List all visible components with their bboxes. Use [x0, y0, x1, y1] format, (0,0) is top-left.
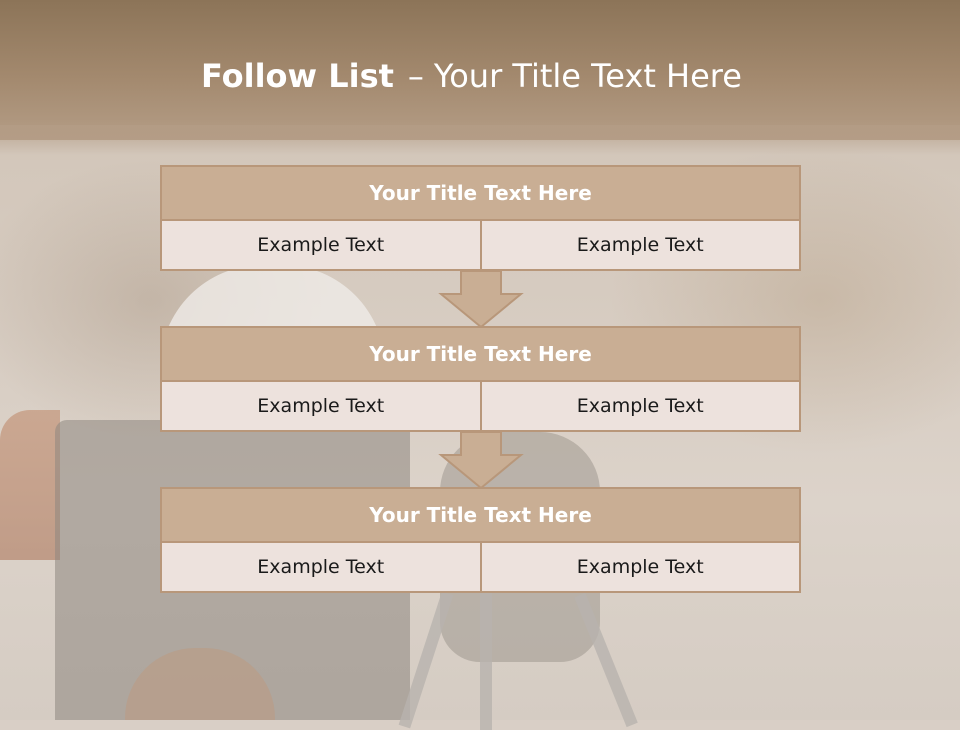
flow-block-cell-left: Example Text [257, 395, 385, 417]
flow-block-heading: Your Title Text Here [160, 165, 801, 221]
slide-title-dash: – [407, 57, 424, 95]
slide-title: Follow List–Your Title Text Here [0, 54, 943, 98]
flow-block-cell-left: Example Text [257, 556, 385, 578]
flow-block-heading: Your Title Text Here [160, 326, 801, 382]
flow-block-cell-left: Example Text [257, 234, 385, 256]
header-band [0, 0, 960, 140]
slide-title-rest: Your Title Text Here [433, 57, 742, 95]
tripod-leg [574, 592, 638, 728]
flow-block-row: Example Text Example Text [160, 543, 801, 593]
down-arrow-icon [438, 270, 524, 328]
flow-block-heading: Your Title Text Here [160, 487, 801, 543]
safety-vest-shape [0, 410, 60, 560]
header-fade [0, 125, 960, 155]
flow-block-cell-right: Example Text [479, 221, 800, 269]
flow-block-3: Your Title Text Here Example Text Exampl… [160, 487, 801, 593]
tripod-leg [480, 590, 492, 730]
flow-block-row: Example Text Example Text [160, 382, 801, 432]
down-arrow-icon [438, 431, 524, 489]
flow-block-1: Your Title Text Here Example Text Exampl… [160, 165, 801, 271]
flow-block-2: Your Title Text Here Example Text Exampl… [160, 326, 801, 432]
slide-title-strong: Follow List [201, 57, 394, 95]
flow-block-cell-right: Example Text [479, 382, 800, 430]
flow-block-row: Example Text Example Text [160, 221, 801, 271]
flow-block-cell-right: Example Text [479, 543, 800, 591]
